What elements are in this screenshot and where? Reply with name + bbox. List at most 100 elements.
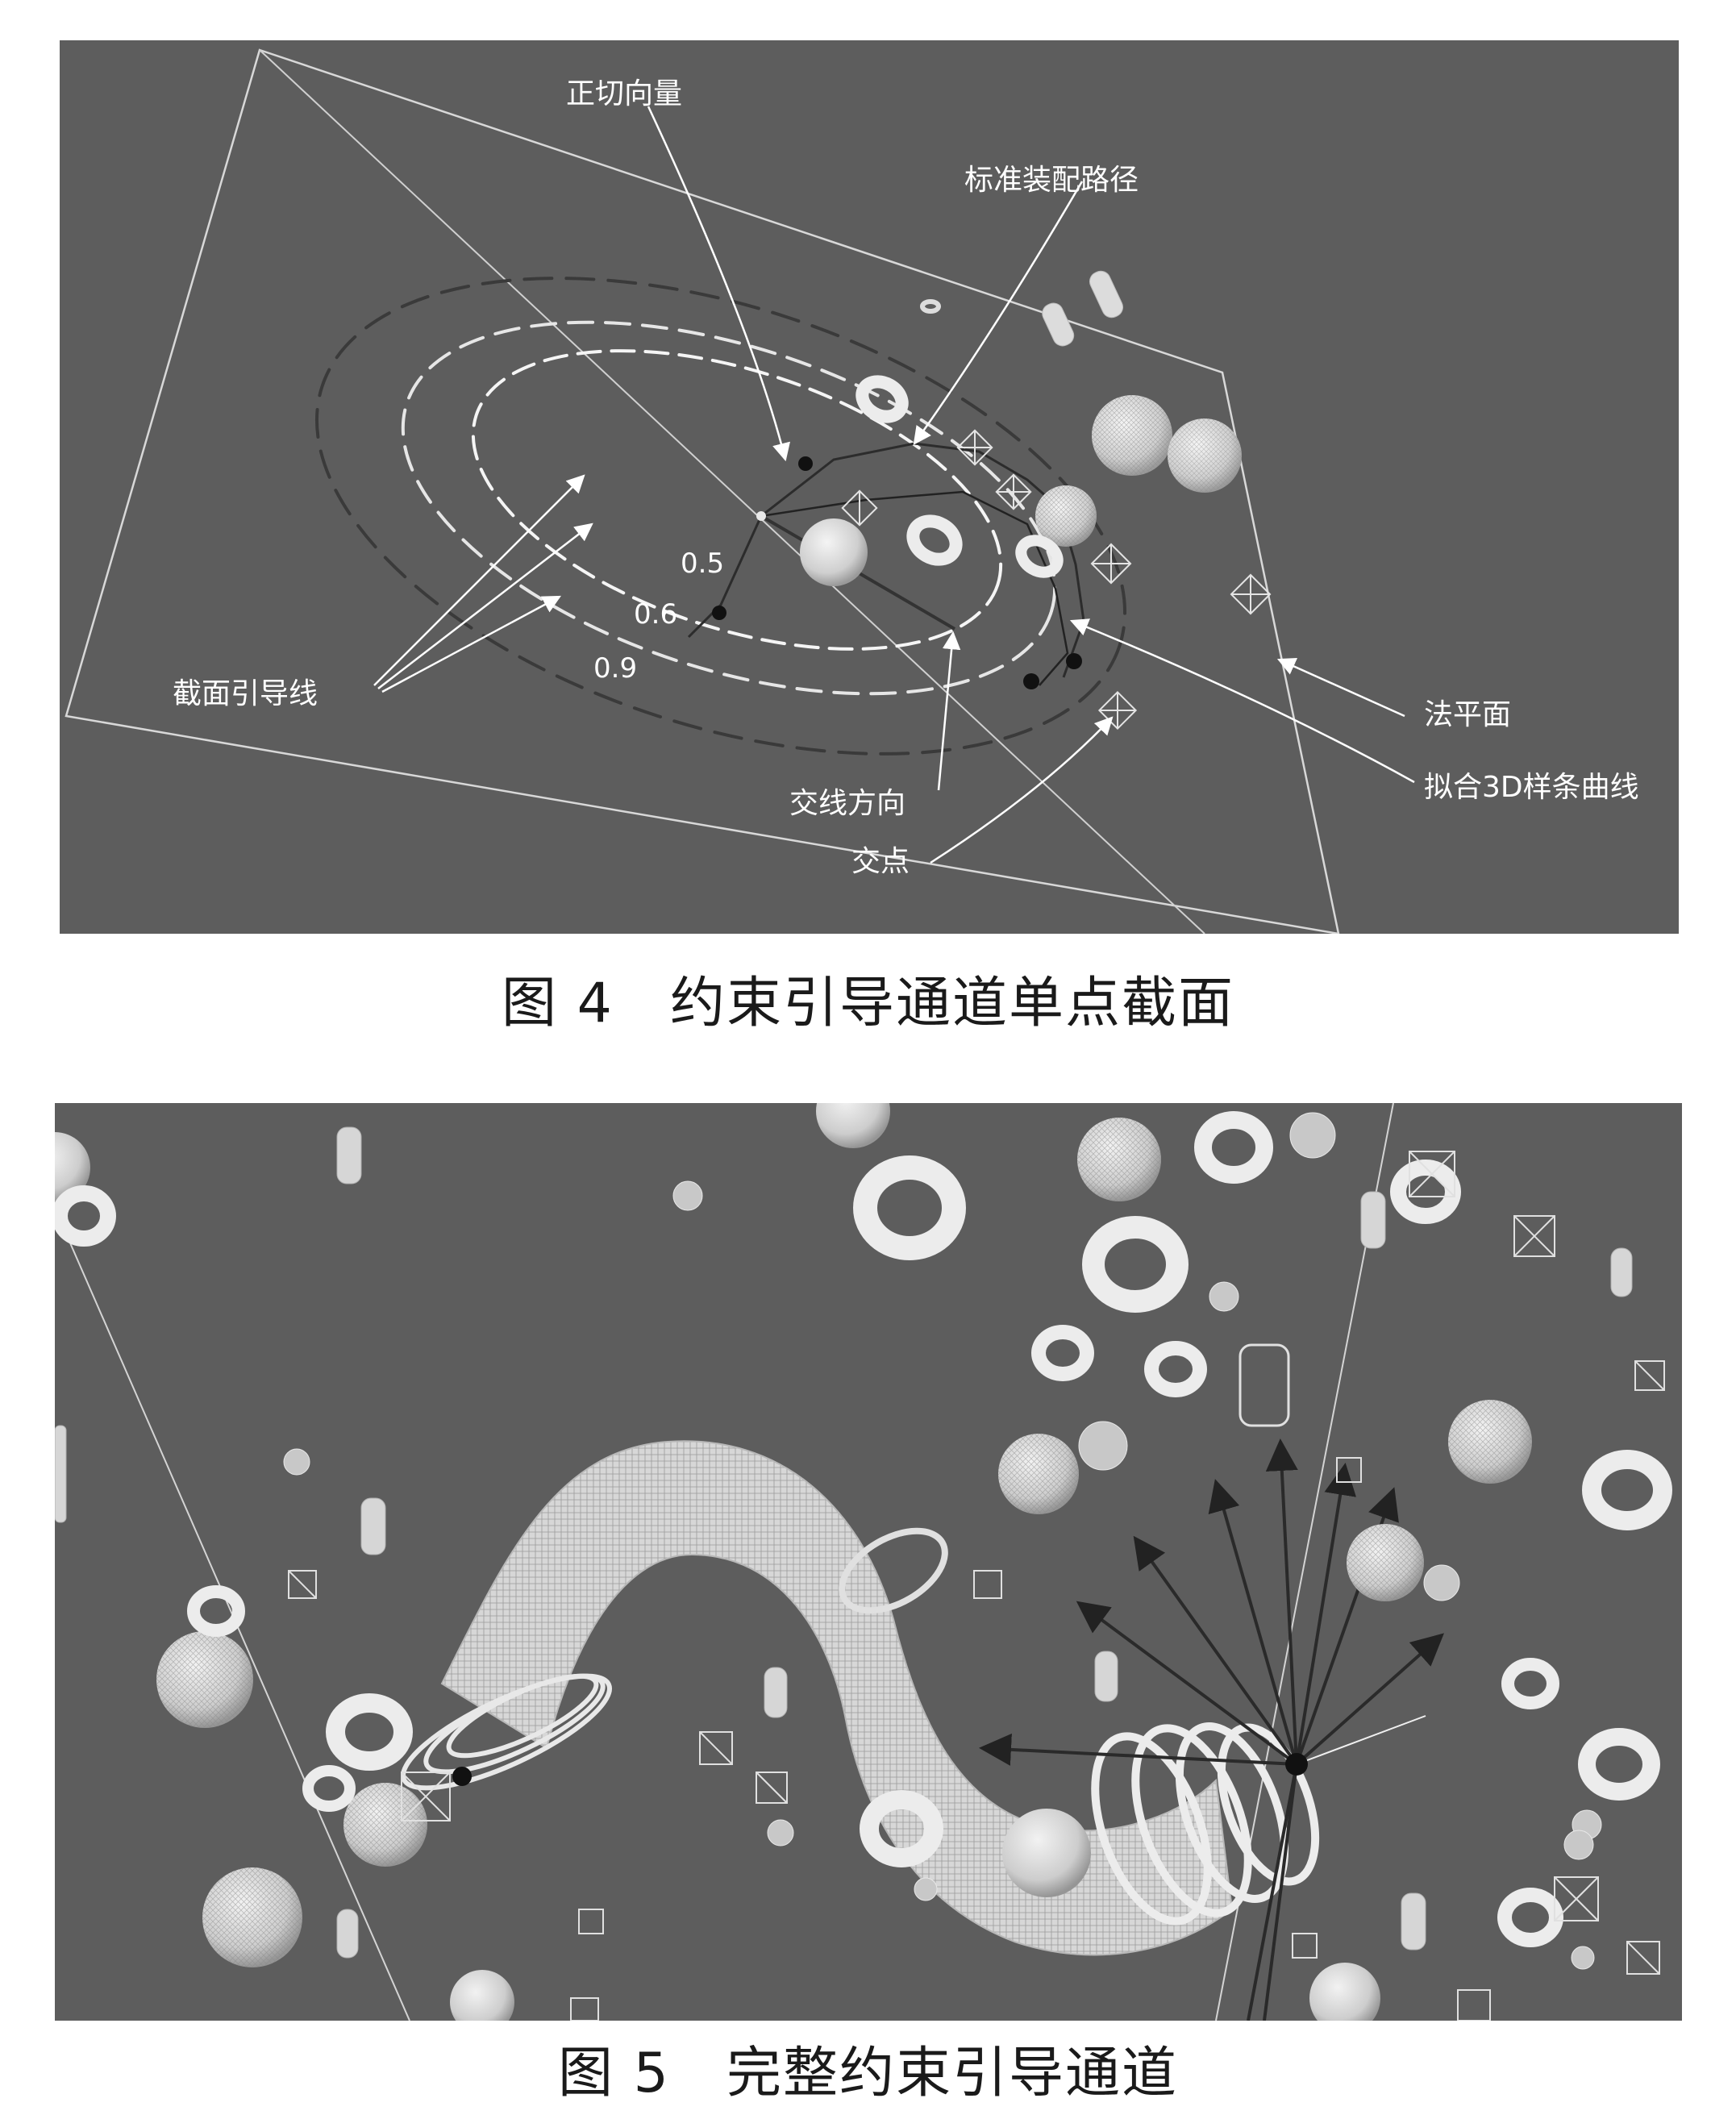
cylinder (1610, 1247, 1633, 1297)
disc (914, 1877, 938, 1901)
sphere (1092, 395, 1172, 476)
path-node (798, 456, 813, 471)
scene-spheres-5 (55, 1103, 1532, 2021)
wire-cube (1336, 1457, 1362, 1483)
wire-cube (1097, 690, 1138, 731)
label-intersection-point: 交点 (851, 845, 910, 878)
label-section-guides: 截面引导线 (173, 677, 318, 710)
wire-cube (841, 489, 878, 527)
scene-tori-5 (55, 1111, 1672, 1947)
cylinder (1042, 302, 1075, 347)
figure-5-title: 完整约束引导通道 (726, 2042, 1178, 2105)
arrow-section-guide-1 (373, 474, 585, 686)
disc-stack-left (400, 1673, 613, 1791)
cylinder (55, 1425, 67, 1523)
disc (1289, 1112, 1336, 1159)
torus (187, 1585, 245, 1637)
label-ring-05: 0.5 (681, 547, 724, 580)
cylinder (1360, 1191, 1386, 1249)
figure-4-panel: 正切向量 标准装配路径 截面引导线 法平面 拟合3D样条曲线 交线方向 交点 0… (60, 40, 1679, 934)
sphere (800, 518, 868, 586)
scene-spheres (800, 395, 1242, 586)
torus (1082, 1216, 1189, 1313)
wire-cube (1292, 1933, 1318, 1959)
wire-cube (1457, 1989, 1491, 2021)
torus (1031, 1325, 1094, 1381)
path-node (1066, 653, 1082, 669)
disc (767, 1819, 794, 1846)
disc (1563, 1830, 1594, 1860)
torus (1578, 1728, 1660, 1801)
section-guide-rings (314, 277, 1127, 756)
sphere (816, 1103, 890, 1148)
disc (1423, 1564, 1460, 1601)
arrow-standard-path (913, 181, 1084, 445)
torus (55, 1185, 116, 1247)
wire-cube (1409, 1151, 1455, 1197)
sphere (1309, 1963, 1380, 2021)
disc (1209, 1281, 1239, 1312)
cylinder (764, 1667, 788, 1718)
torus (856, 375, 909, 423)
disc-stack-right (1091, 1722, 1320, 1926)
wire-cube (756, 1772, 788, 1804)
wire-cube (1090, 543, 1132, 585)
figure-5-label: 图 5 (558, 2042, 670, 2105)
arrow-section-guide-3 (381, 595, 561, 693)
torus (853, 1155, 966, 1260)
torus (1390, 1160, 1461, 1224)
torus (1497, 1888, 1563, 1947)
path-branch (687, 515, 763, 639)
label-standard-path: 标准装配路径 (964, 164, 1139, 197)
wire-cylinder (1239, 1343, 1290, 1427)
wire-cube (570, 1997, 599, 2021)
scene-cylinders-5 (55, 1126, 1633, 1959)
cylinder (360, 1497, 386, 1555)
annotation-arrows (373, 106, 1415, 864)
cylinder (1401, 1892, 1426, 1951)
ring-on-tube (839, 1527, 948, 1614)
cylinder (336, 1909, 359, 1959)
sphere (450, 1970, 514, 2021)
figure-4-title: 约束引导通道单点截面 (669, 972, 1234, 1035)
torus (1194, 1111, 1273, 1184)
wire-cube (401, 1772, 451, 1821)
normal-plane (65, 48, 1340, 934)
cylinder (1094, 1651, 1118, 1702)
wire-cube (995, 473, 1032, 510)
fitted-spline-curve (760, 490, 1069, 686)
tangent-point (756, 511, 766, 521)
ring-05 (471, 349, 1003, 651)
wire-cube (973, 1570, 1002, 1599)
label-tangent-vector: 正切向量 (566, 77, 682, 110)
torus-small (920, 299, 941, 314)
disc (1571, 1946, 1595, 1970)
scene-wire-cubes-5 (288, 1151, 1665, 2021)
arrow-tangent-vector (647, 106, 790, 462)
figure-4-scene: 正切向量 标准装配路径 截面引导线 法平面 拟合3D样条曲线 交线方向 交点 0… (65, 48, 1639, 934)
label-ring-06: 0.6 (634, 598, 677, 631)
figure-5-panel (55, 1103, 1682, 2021)
torus (906, 514, 963, 566)
sphere (55, 1132, 90, 1203)
figure-5-caption: 图 5 完整约束引导通道 (0, 2028, 1736, 2108)
label-intersect-direction: 交线方向 (789, 787, 905, 820)
disc (672, 1180, 703, 1211)
path-node (712, 606, 726, 620)
ring-09 (314, 277, 1127, 756)
disc (283, 1448, 310, 1476)
standard-assembly-path (760, 442, 1085, 678)
arrow-intersection-point (930, 716, 1114, 864)
wire-cube (699, 1731, 733, 1765)
wire-cube (578, 1909, 604, 1934)
wire-cube (1513, 1215, 1555, 1257)
wire-cube (1230, 573, 1272, 615)
torus (860, 1790, 943, 1867)
arrow-intersect-direction (937, 631, 961, 791)
arrow-section-guide-2 (377, 523, 593, 689)
sphere (1035, 485, 1097, 547)
path-nodes (712, 456, 1082, 689)
channel-start-point (452, 1767, 472, 1786)
arrow-fitted-spline (1069, 618, 1415, 784)
